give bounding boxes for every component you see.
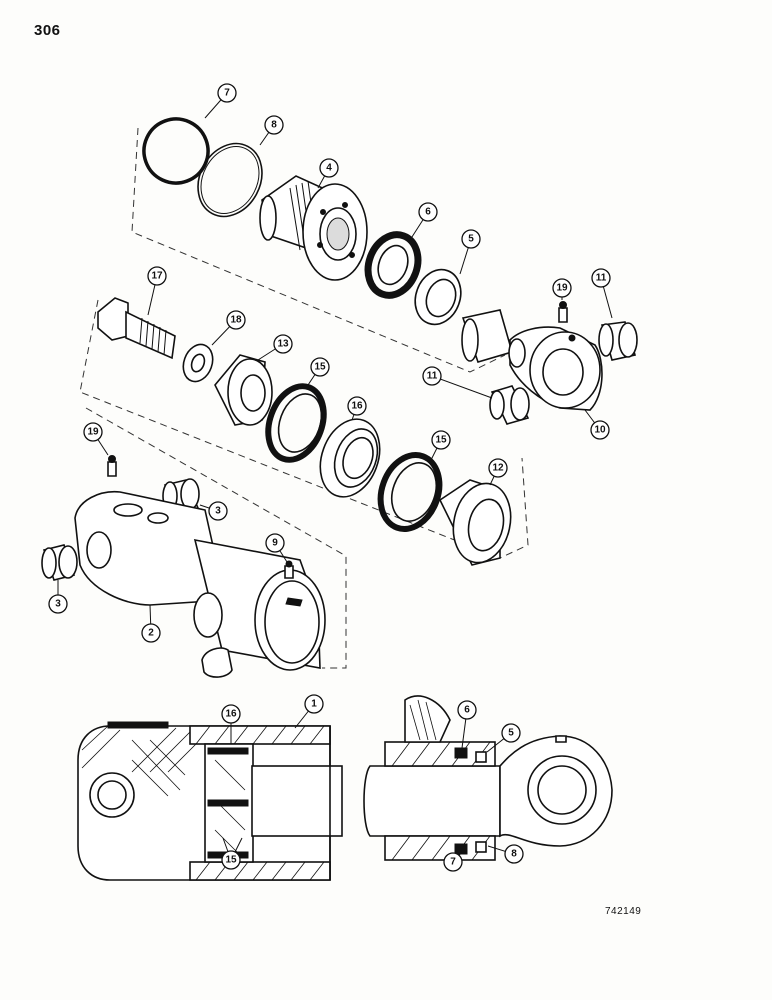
part-15-piston-seal-upper [265,383,327,463]
svg-text:8: 8 [511,849,517,860]
callout-2: 2 [141,623,161,643]
callout-16: 16 [221,704,241,724]
svg-text:1: 1 [311,699,317,710]
callout-15: 15 [221,850,241,870]
svg-text:16: 16 [351,401,363,412]
svg-text:11: 11 [596,273,607,284]
part-5-wiper [414,268,462,326]
svg-text:15: 15 [225,855,237,866]
group-outline-upper [131,127,506,373]
svg-text:16: 16 [225,709,237,720]
svg-text:3: 3 [215,506,221,517]
callout-3: 3 [48,594,68,614]
rod-end-eye [461,309,603,411]
svg-text:10: 10 [594,425,606,436]
svg-text:3: 3 [55,599,61,610]
part-8-backup-ring [197,142,263,218]
callout-4: 4 [319,158,339,178]
callout-11: 11 [591,268,611,288]
part-3-bushing-lower [41,544,78,581]
callout-5: 5 [461,229,481,249]
callout-16: 16 [347,396,367,416]
callout-1: 1 [304,694,324,714]
part-2-cylinder-tube [74,491,326,678]
svg-text:15: 15 [435,435,447,446]
svg-text:8: 8 [271,120,277,131]
part-17-bolt [97,297,176,360]
part-19-grease-fitting-left [107,455,117,477]
part-9-setscrew [284,560,294,579]
callout-8: 8 [504,844,524,864]
part-4-gland [259,175,368,281]
part-11-bushing-left [489,385,530,425]
callout-19: 19 [552,278,572,298]
callout-7: 7 [217,83,237,103]
part-12-wear-ring [438,479,512,566]
callout-17: 17 [147,266,167,286]
callout-12: 12 [488,458,508,478]
callout-5: 5 [501,723,521,743]
part-13-piston-nut [214,354,273,426]
svg-text:6: 6 [425,207,431,218]
svg-text:7: 7 [450,857,456,868]
svg-text:17: 17 [151,271,163,282]
svg-text:12: 12 [492,463,504,474]
part-11-bushing-right [598,321,638,361]
page-number: 306 [34,22,61,39]
figure-id: 742149 [605,906,642,917]
callout-10: 10 [590,420,610,440]
callout-15: 15 [310,357,330,377]
callout-13: 13 [273,334,293,354]
callout-6: 6 [418,202,438,222]
svg-text:13: 13 [277,339,289,350]
svg-text:9: 9 [272,538,278,549]
svg-text:7: 7 [224,88,230,99]
svg-text:5: 5 [468,234,474,245]
callout-15: 15 [431,430,451,450]
part-15-piston-seal-lower [377,452,443,532]
svg-text:19: 19 [87,427,99,438]
callout-9: 9 [265,533,285,553]
svg-text:4: 4 [326,163,332,174]
section-view-rod-end [363,695,613,861]
part-7-o-ring [142,117,210,185]
callout-7: 7 [443,852,463,872]
svg-text:5: 5 [508,728,514,739]
part-6-rod-seal [364,231,422,299]
callout-3: 3 [208,501,228,521]
svg-text:6: 6 [464,705,470,716]
svg-text:2: 2 [148,628,154,639]
callout-6: 6 [457,700,477,720]
callout-18: 18 [226,310,246,330]
part-16-piston [319,418,381,498]
svg-text:19: 19 [556,283,568,294]
callout-8: 8 [264,115,284,135]
section-view-head-end [77,721,343,881]
callout-11: 11 [422,366,442,386]
callout-19: 19 [83,422,103,442]
group-outline-lower [85,407,347,669]
svg-text:11: 11 [427,371,438,382]
svg-text:18: 18 [230,315,242,326]
svg-text:15: 15 [314,362,326,373]
part-19-grease-fitting-top [558,301,568,323]
